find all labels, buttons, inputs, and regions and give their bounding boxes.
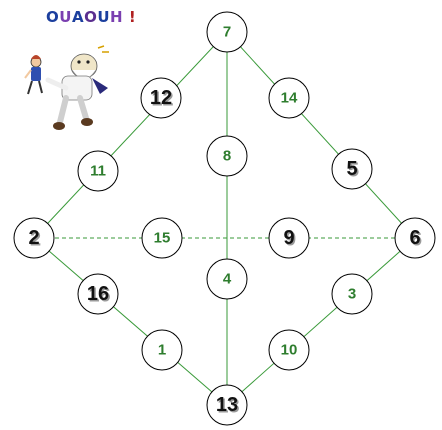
node-circle bbox=[206, 384, 248, 426]
node-label: 15 bbox=[154, 230, 171, 247]
node-circle bbox=[331, 148, 373, 190]
node-label-shadow: 9 bbox=[285, 229, 296, 251]
node-label-shadow: 2 bbox=[30, 229, 41, 251]
node-label: 6 bbox=[409, 227, 420, 249]
node-label: 5 bbox=[346, 158, 357, 180]
node-circle bbox=[331, 273, 373, 315]
title-letter: H bbox=[110, 8, 124, 26]
node-circle bbox=[206, 11, 248, 53]
node-circle bbox=[77, 150, 119, 192]
node-label: 4 bbox=[223, 271, 232, 288]
node-circle bbox=[141, 217, 183, 259]
number-node-right[interactable]: 66 bbox=[394, 217, 436, 259]
title-letter: U bbox=[59, 8, 72, 26]
number-node-lower-right-2[interactable]: 10 bbox=[268, 329, 310, 371]
title-exclamation: OUAOUH ! bbox=[46, 8, 136, 26]
node-label: 9 bbox=[283, 227, 294, 249]
node-label: 7 bbox=[223, 24, 231, 41]
node-circle bbox=[206, 135, 248, 177]
connector-line-bottom-to-left bbox=[33, 237, 228, 406]
title-letter: O bbox=[84, 8, 98, 26]
connector-line-right-to-bottom bbox=[226, 237, 416, 406]
node-label: 1 bbox=[158, 342, 166, 359]
connector-line-left-to-top bbox=[33, 31, 228, 239]
node-label: 14 bbox=[281, 90, 298, 107]
title-letter: U bbox=[97, 8, 111, 26]
node-label: 13 bbox=[216, 394, 238, 416]
title-letter: ! bbox=[128, 8, 137, 26]
number-node-upper-left-2[interactable]: 11 bbox=[77, 150, 119, 192]
connector-line-top-to-right bbox=[226, 31, 416, 239]
node-circle bbox=[140, 77, 182, 119]
node-circle bbox=[268, 329, 310, 371]
title-letter: A bbox=[71, 8, 85, 26]
node-circle bbox=[141, 329, 183, 371]
node-label: 16 bbox=[87, 283, 109, 305]
number-node-center-top[interactable]: 8 bbox=[206, 135, 248, 177]
number-node-upper-right-2[interactable]: 55 bbox=[331, 148, 373, 190]
node-label: 2 bbox=[28, 227, 39, 249]
number-node-lower-right-1[interactable]: 3 bbox=[331, 273, 373, 315]
number-node-lower-left-2[interactable]: 1 bbox=[141, 329, 183, 371]
node-circle bbox=[394, 217, 436, 259]
node-circle bbox=[206, 258, 248, 300]
number-node-center-bottom[interactable]: 4 bbox=[206, 258, 248, 300]
node-label-shadow: 12 bbox=[151, 89, 173, 111]
number-node-upper-right-1[interactable]: 14 bbox=[268, 77, 310, 119]
node-label-shadow: 5 bbox=[348, 160, 359, 182]
node-circle bbox=[268, 217, 310, 259]
number-node-mid-right[interactable]: 99 bbox=[268, 217, 310, 259]
title-letter: O bbox=[46, 8, 60, 26]
node-label-shadow: 6 bbox=[411, 229, 422, 251]
node-label: 10 bbox=[281, 342, 298, 359]
node-label: 3 bbox=[348, 286, 356, 303]
node-label: 12 bbox=[150, 87, 172, 109]
node-label: 8 bbox=[223, 148, 231, 165]
number-node-mid-left[interactable]: 15 bbox=[141, 217, 183, 259]
node-circle bbox=[77, 273, 119, 315]
node-label-shadow: 13 bbox=[217, 396, 239, 418]
cartoon-characters-icon bbox=[24, 45, 109, 130]
node-circle bbox=[13, 217, 55, 259]
node-label-shadow: 16 bbox=[88, 285, 110, 307]
number-node-left[interactable]: 22 bbox=[13, 217, 55, 259]
node-circle bbox=[268, 77, 310, 119]
number-node-top[interactable]: 7 bbox=[206, 11, 248, 53]
node-label: 11 bbox=[90, 163, 106, 180]
